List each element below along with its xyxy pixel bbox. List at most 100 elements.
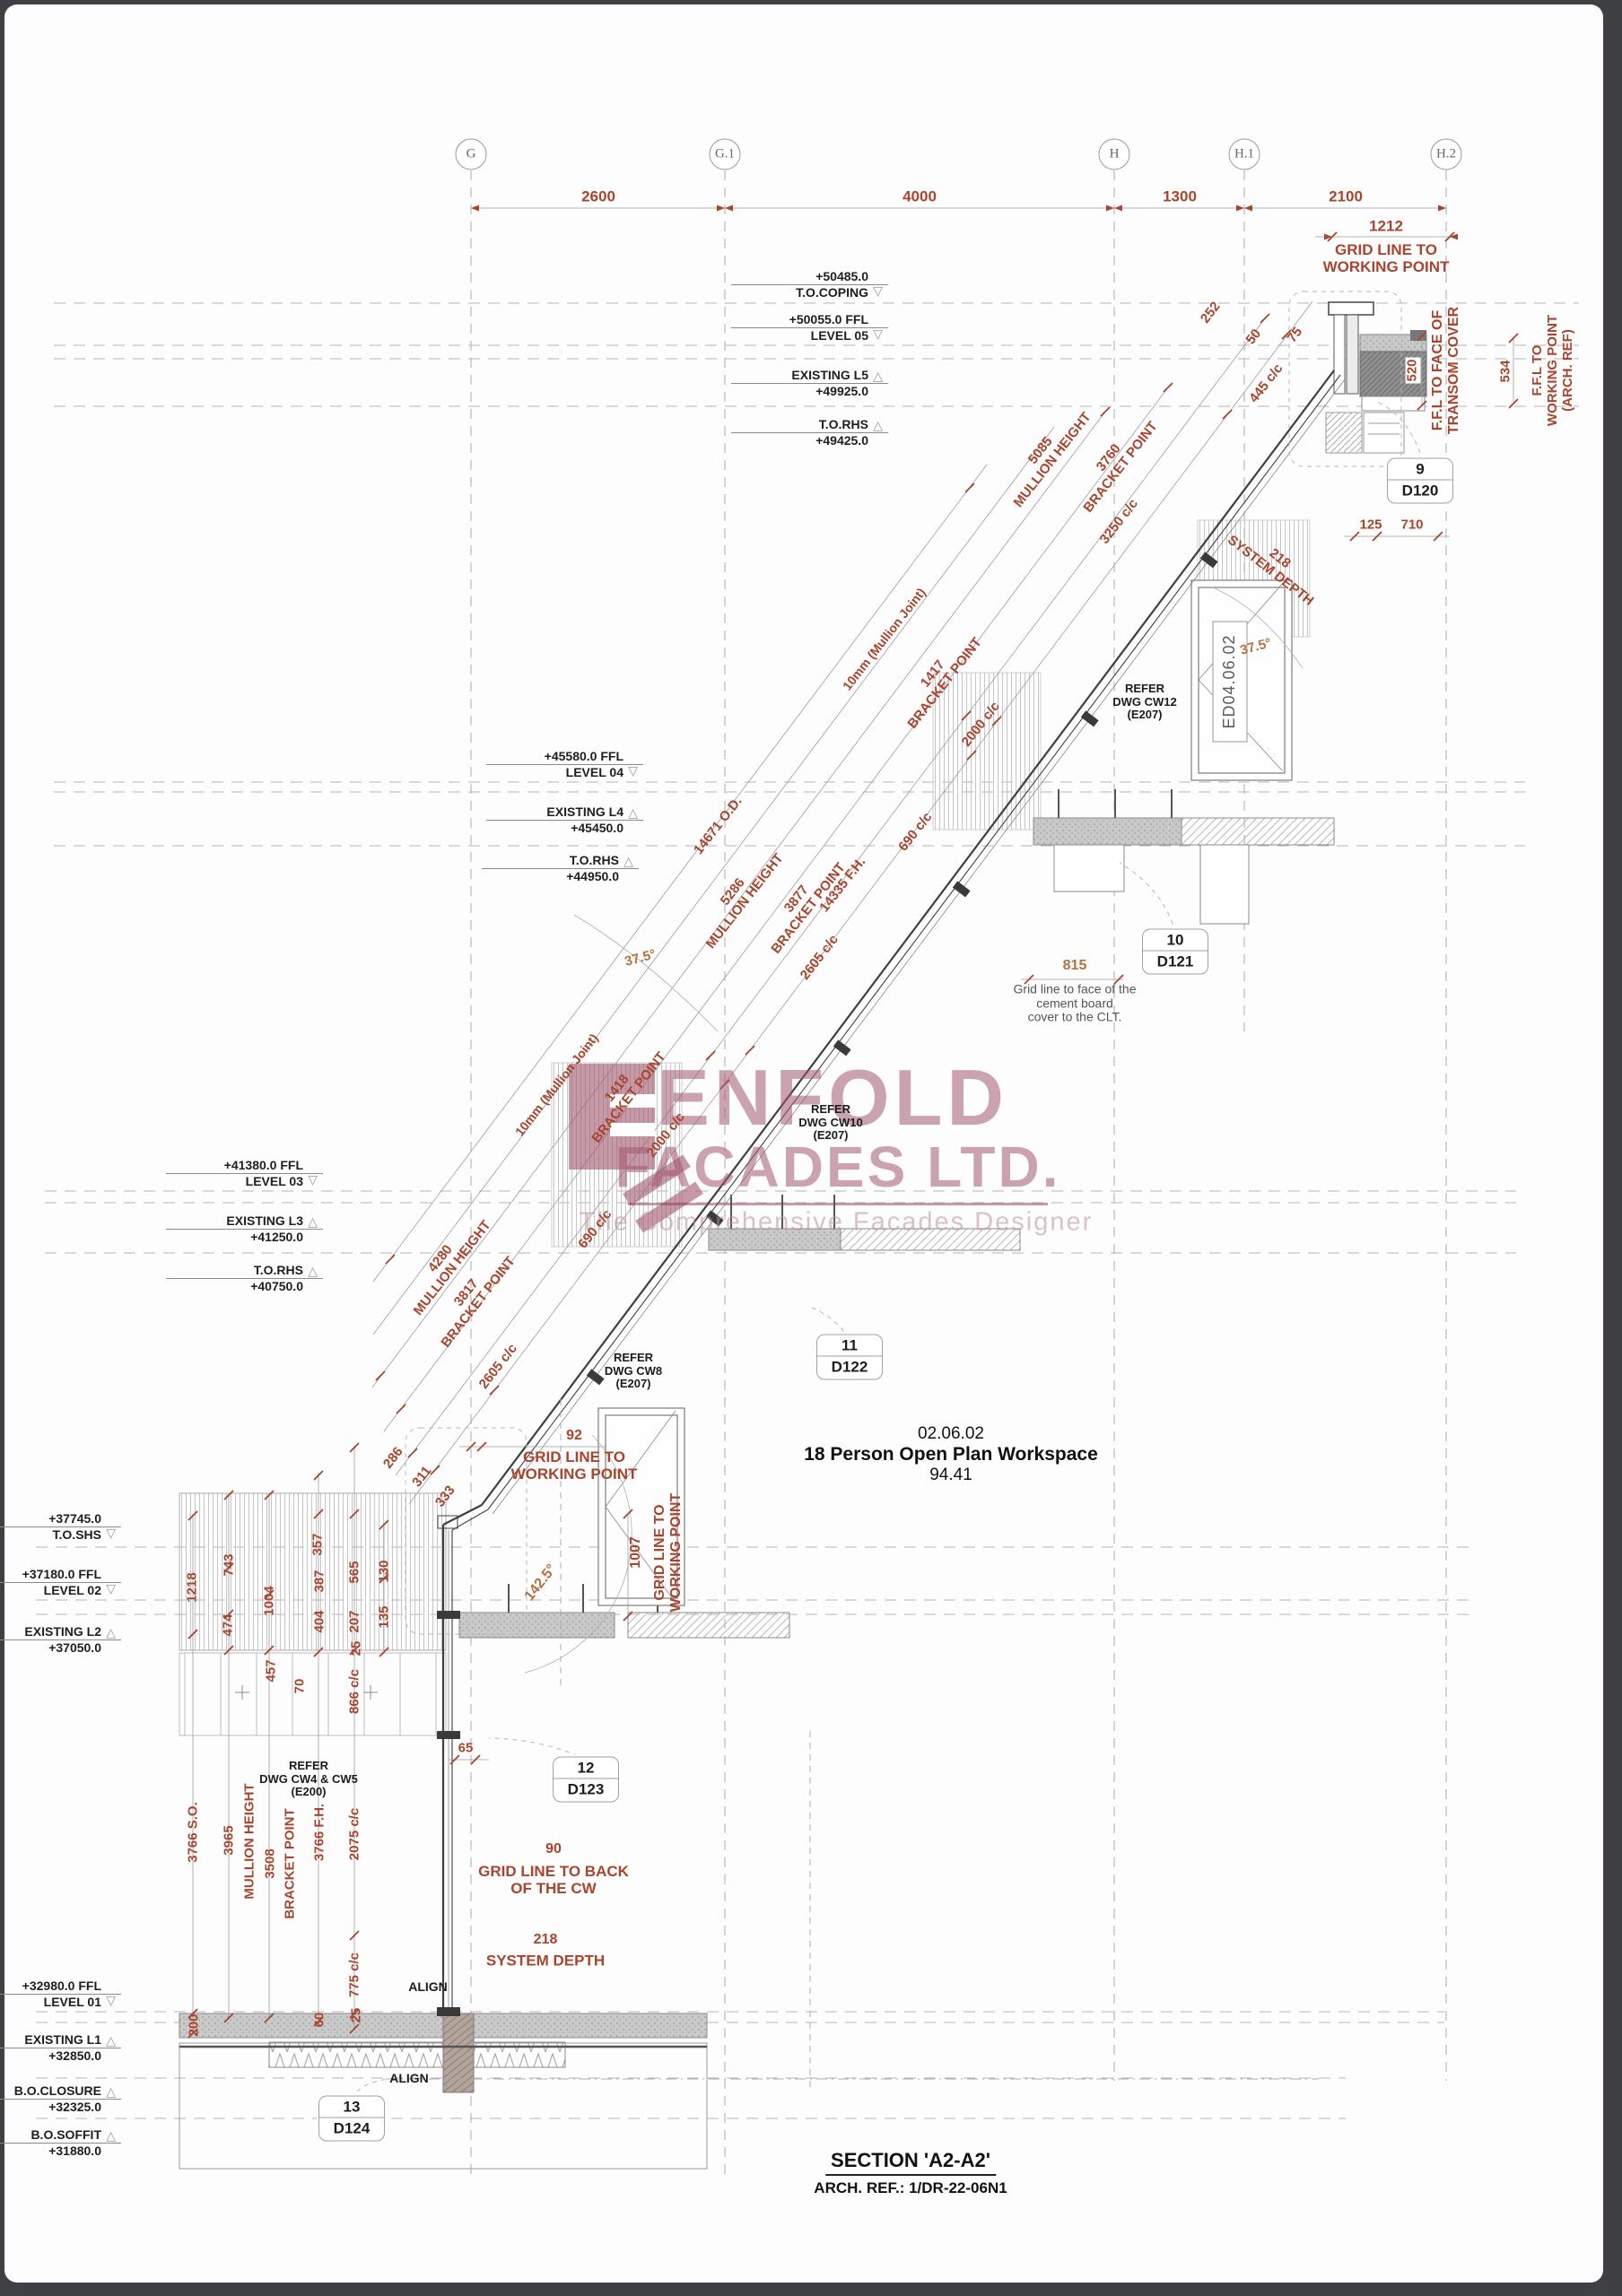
level-value: +50485.0 <box>731 269 888 285</box>
dim-90: 90 <box>545 1841 562 1857</box>
level-value: +41380.0 FFL <box>166 1158 323 1174</box>
level-triangle-icon: △ <box>628 805 638 820</box>
room-name: 18 Person Open Plan Workspace <box>804 1444 1098 1465</box>
level-name: +32850.0 <box>48 2048 101 2063</box>
dim-2100: 2100 <box>1329 187 1363 205</box>
dim-534: 534 <box>1497 360 1513 383</box>
dim-457: 457 <box>263 1659 279 1683</box>
level-value: +45580.0 FFL <box>486 749 643 765</box>
note-ffl-transom: F.F.L TO FACE OF TRANSOM COVER <box>1430 306 1461 435</box>
level-value: T.O.RHS <box>166 1263 323 1279</box>
callout-sheet: D120 <box>1401 482 1439 500</box>
level-value: B.O.SOFFIT <box>0 2127 121 2144</box>
callout-number: 13 <box>319 2097 384 2118</box>
level-triangle-icon: ▽ <box>308 1172 318 1187</box>
level-marker: EXISTING L5+49925.0△ <box>731 368 888 399</box>
arch-ref: ARCH. REF.: 1/DR-22-06N1 <box>814 2179 1007 2196</box>
dim-866cc: 866 c/c <box>346 1668 362 1715</box>
level-triangle-icon: ▽ <box>873 283 883 298</box>
level-triangle-icon: △ <box>873 418 883 432</box>
dim-14671: 14671 O.D. <box>690 793 746 857</box>
dim-710: 710 <box>1400 517 1424 533</box>
level-value: T.O.RHS <box>731 417 888 433</box>
level-marker: B.O.SOFFIT+31880.0△ <box>0 2127 121 2159</box>
level-name: +37050.0 <box>48 1640 101 1655</box>
level-value: +32980.0 FFL <box>0 1979 121 1995</box>
dim-3965: 3965 <box>221 1825 237 1856</box>
dim-1218: 1218 <box>184 1572 200 1603</box>
callout-sheet: D124 <box>333 2119 371 2137</box>
level-marker: B.O.CLOSURE+32325.0△ <box>0 2083 121 2115</box>
note-grid-back-cw: GRID LINE TO BACK OF THE CW <box>478 1862 629 1897</box>
level-name: +49425.0 <box>815 433 868 448</box>
dim-690cc-2: 690 c/c <box>575 1206 615 1252</box>
dim-252: 252 <box>1197 299 1224 326</box>
level-value: EXISTING L3 <box>166 1213 323 1230</box>
note-align-1: ALIGN <box>408 1979 448 1995</box>
level-marker: EXISTING L2+37050.0△ <box>0 1624 121 1656</box>
section-title: SECTION 'A2-A2' <box>825 2149 996 2176</box>
note-refer-cw8: REFER DWG CW8 (E207) <box>604 1351 663 1391</box>
level-triangle-icon: △ <box>106 2128 116 2143</box>
dim-404: 404 <box>311 1610 327 1633</box>
level-name: LEVEL 01 <box>43 1995 101 2009</box>
dim-333: 333 <box>432 1483 458 1510</box>
dim-1007: 1007 <box>628 1536 644 1569</box>
level-value: B.O.CLOSURE <box>0 2083 121 2100</box>
title-block: SECTION 'A2-A2' ARCH. REF.: 1/DR-22-06N1 <box>814 2149 1007 2197</box>
dim-130: 130 <box>376 1560 392 1583</box>
level-name: LEVEL 03 <box>245 1174 303 1188</box>
note-refer-cw12: REFER DWG CW12 (E207) <box>1112 682 1177 722</box>
dim-357: 357 <box>310 1533 326 1556</box>
note-cement-board: Grid line to face of the cement board co… <box>1013 981 1137 1024</box>
dim-mh-low: MULLION HEIGHT <box>241 1783 257 1900</box>
dim-2605cc-2: 2605 c/c <box>475 1341 520 1392</box>
dim-775cc: 775 c/c <box>346 1952 362 1998</box>
dim-angle-mid: 37.5° <box>623 946 658 970</box>
note-refer-cw4: REFER DWG CW4 & CW5 (E200) <box>259 1759 358 1799</box>
level-name: +40750.0 <box>250 1279 303 1293</box>
note-mullion-joint-1: 10mm (Mullion Joint) <box>839 585 929 693</box>
dim-200: 200 <box>186 2013 202 2037</box>
dim-1004: 1004 <box>261 1586 277 1616</box>
level-value: +37180.0 FFL <box>0 1567 121 1583</box>
dim-2605cc-1: 2605 c/c <box>797 932 842 983</box>
dim-2600: 2600 <box>581 187 615 205</box>
dim-2000cc-1: 2000 c/c <box>958 699 1003 750</box>
dim-angle-top: 37.5° <box>1238 635 1273 658</box>
dim-65: 65 <box>458 1740 474 1756</box>
dim-520: 520 <box>1404 357 1421 384</box>
dim-815: 815 <box>1062 958 1087 974</box>
label-ed040602: ED04.06.02 <box>1219 634 1238 729</box>
dim-207: 207 <box>346 1610 362 1633</box>
dim-3766fh: 3766 F.H. <box>311 1803 327 1862</box>
level-triangle-icon: ▽ <box>106 1581 116 1596</box>
dim-125: 125 <box>1359 517 1382 533</box>
grid-bubble-h: H <box>1098 138 1130 170</box>
dim-1300: 1300 <box>1163 187 1197 205</box>
dim-75: 75 <box>1284 324 1306 346</box>
dim-135: 135 <box>376 1605 392 1629</box>
level-marker: EXISTING L3+41250.0△ <box>166 1213 323 1245</box>
room-label: 02.06.02 18 Person Open Plan Workspace 9… <box>804 1424 1098 1485</box>
dim-286: 286 <box>379 1444 406 1472</box>
note-system-depth-top: 218 SYSTEM DEPTH <box>1225 532 1317 609</box>
level-value: +50055.0 FFL <box>731 312 888 328</box>
dim-1418: 1418 BRACKET POINT <box>589 1048 669 1146</box>
dim-2000cc-2: 2000 c/c <box>643 1109 688 1161</box>
level-marker: T.O.RHS+44950.0△ <box>482 853 639 884</box>
note-ffl-wp: F.F.L TO WORKING POINT (ARCH. REF) <box>1529 314 1575 427</box>
dim-743: 743 <box>221 1553 237 1577</box>
level-value: EXISTING L4 <box>486 804 643 821</box>
level-marker: T.O.RHS+49425.0 △ <box>731 417 888 448</box>
dim-1417: 1417 BRACKET POINT <box>904 634 985 732</box>
level-triangle-icon: ▽ <box>628 763 638 778</box>
